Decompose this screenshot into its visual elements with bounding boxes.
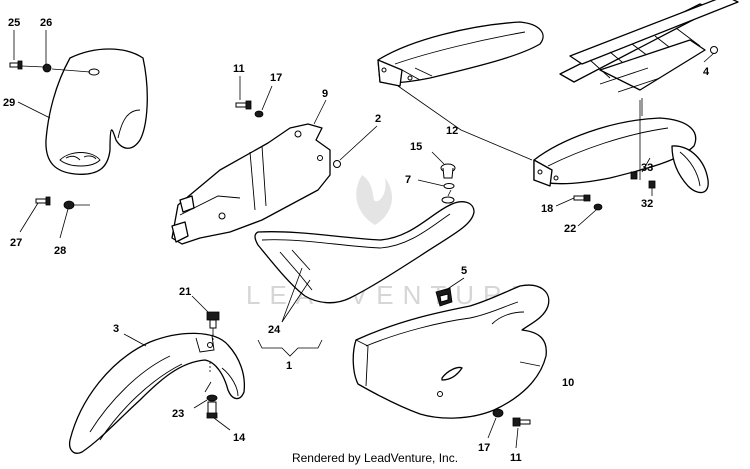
part-26-washer bbox=[42, 63, 52, 73]
callout-27: 27 bbox=[10, 237, 22, 249]
callout-22: 22 bbox=[564, 223, 576, 235]
part-17-washer-lower bbox=[492, 408, 504, 418]
part-2-bolt bbox=[333, 160, 341, 168]
callout-3: 3 bbox=[113, 323, 119, 335]
callout-17-upper: 17 bbox=[270, 72, 282, 84]
callout-14: 14 bbox=[233, 432, 246, 444]
part-11-bolt-upper bbox=[235, 100, 252, 110]
callout-26: 26 bbox=[40, 17, 52, 29]
callout-5: 5 bbox=[461, 265, 467, 277]
callout-25: 25 bbox=[8, 17, 20, 29]
part-17-washer-upper bbox=[254, 110, 264, 118]
rendered-by-footer: Rendered by LeadVenture, Inc. bbox=[291, 451, 459, 465]
callout-24: 24 bbox=[268, 324, 281, 336]
leader-lines bbox=[13, 30, 715, 449]
part-5-clip bbox=[435, 287, 453, 307]
part-23-washer bbox=[206, 394, 218, 402]
part-3-front-fender bbox=[68, 332, 246, 454]
part-11-bolt-lower bbox=[512, 417, 531, 427]
callout-1: 1 bbox=[286, 360, 292, 372]
callout-28: 28 bbox=[54, 245, 66, 257]
part-4-subframe bbox=[559, 0, 739, 93]
callout-7: 7 bbox=[405, 174, 411, 186]
callout-11-upper: 11 bbox=[233, 63, 245, 75]
part-18-screw bbox=[573, 194, 591, 202]
part-33-bolt bbox=[630, 171, 638, 180]
callout-29: 29 bbox=[3, 97, 15, 109]
part-24-seat bbox=[254, 196, 475, 304]
callout-11-lower: 11 bbox=[510, 452, 522, 464]
part-29-number-plate bbox=[45, 48, 148, 175]
part-12-rear-fender-upper bbox=[377, 21, 544, 87]
callout-9: 9 bbox=[322, 88, 328, 100]
part-28-nut bbox=[63, 200, 75, 210]
callout-15: 15 bbox=[410, 141, 422, 153]
callout-21: 21 bbox=[179, 286, 191, 298]
callout-17-lower: 17 bbox=[478, 442, 490, 454]
part-25-bolt bbox=[9, 60, 23, 70]
callout-23: 23 bbox=[172, 408, 184, 420]
part-21-bolt bbox=[206, 311, 220, 329]
part-9-side-cover bbox=[171, 123, 331, 245]
callout-33: 33 bbox=[641, 162, 653, 174]
callout-2: 2 bbox=[375, 113, 381, 125]
callout-4: 4 bbox=[703, 66, 710, 78]
callout-32: 32 bbox=[641, 198, 653, 210]
part-12-rear-fender-lower bbox=[533, 117, 709, 194]
callout-10: 10 bbox=[562, 377, 574, 389]
part-15-grommet bbox=[440, 163, 456, 179]
part-14-bolt bbox=[206, 401, 218, 419]
callout-18: 18 bbox=[541, 203, 553, 215]
part-7-clip bbox=[443, 183, 455, 189]
part-10-side-cover bbox=[352, 284, 550, 419]
part-27-screw bbox=[35, 196, 51, 206]
part-22-washer bbox=[593, 203, 603, 211]
part-32-bolt bbox=[648, 180, 656, 189]
callouts: 25 26 29 27 28 11 17 9 2 15 7 12 4 33 32… bbox=[3, 17, 710, 464]
callout-12: 12 bbox=[446, 125, 458, 137]
